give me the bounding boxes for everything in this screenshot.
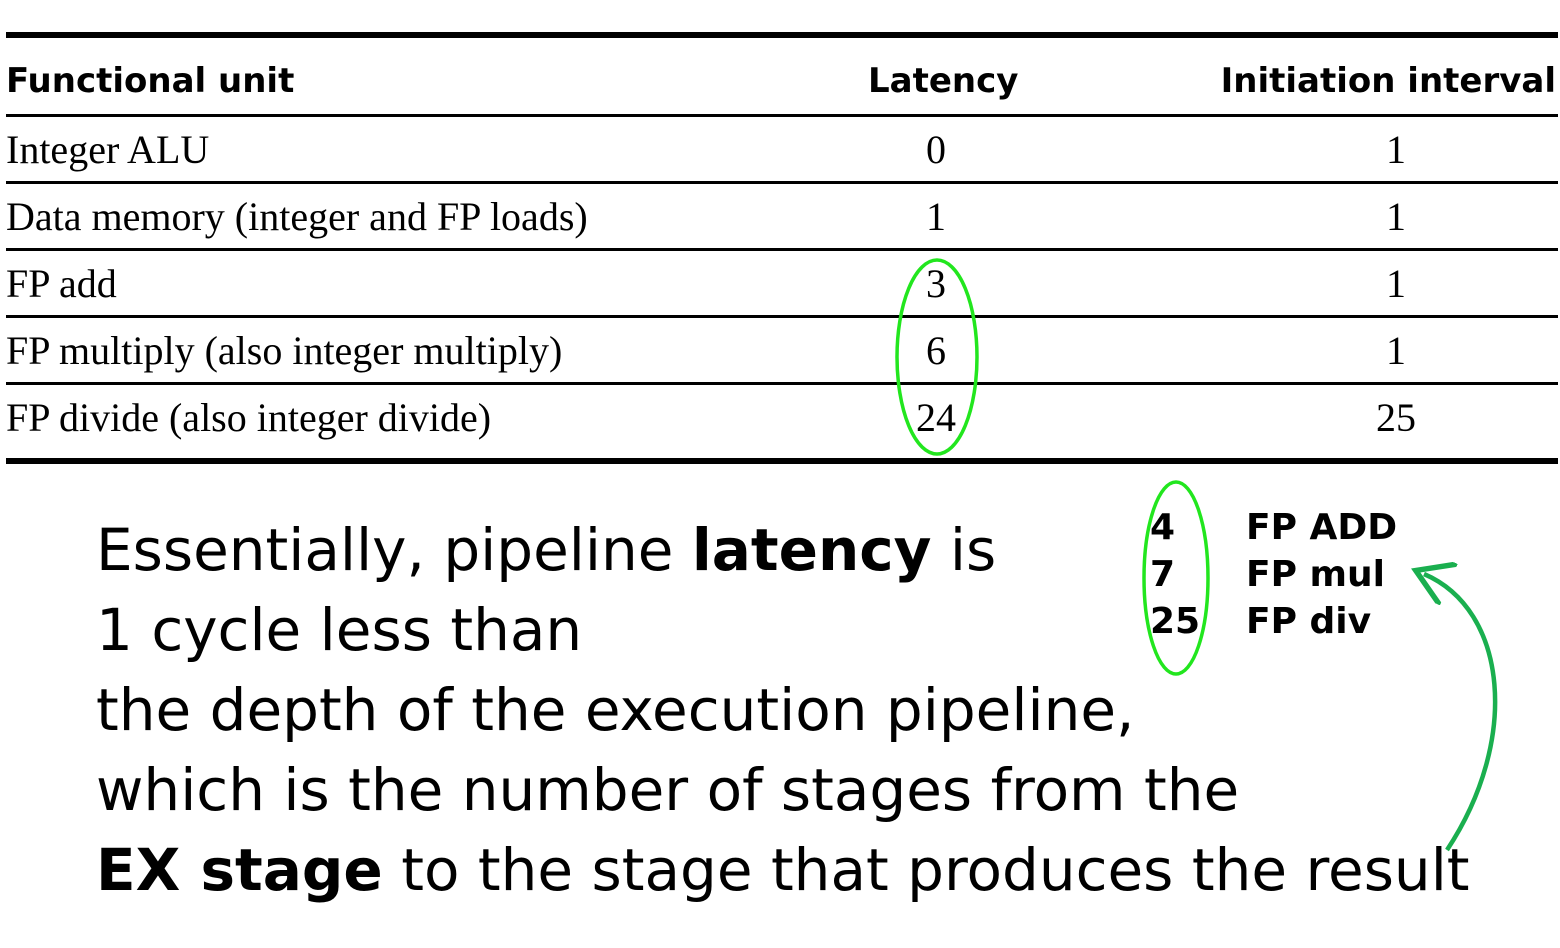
header-initiation-interval: Initiation interval <box>1220 61 1556 101</box>
text-run: Essentially, pipeline <box>96 516 692 584</box>
header-latency: Latency <box>868 61 1019 101</box>
row-interval: 25 <box>1376 395 1416 440</box>
depth-value: 4 <box>1150 507 1176 548</box>
row-latency: 1 <box>926 194 946 239</box>
depth-value: 7 <box>1150 554 1176 595</box>
row-interval: 1 <box>1386 328 1406 373</box>
row-unit: Integer ALU <box>6 127 210 172</box>
row-interval: 1 <box>1386 127 1406 172</box>
table-bottom-rule <box>6 458 1558 464</box>
table-row-divider <box>6 315 1558 318</box>
latency-highlight-ellipse <box>895 258 979 456</box>
table-row-divider <box>6 382 1558 385</box>
depth-highlight-ellipse <box>1142 480 1210 676</box>
row-latency: 24 <box>916 395 956 440</box>
bold-latency: latency <box>691 516 932 584</box>
paragraph-line-3: the depth of the execution pipeline, <box>96 676 1135 744</box>
header-functional-unit: Functional unit <box>6 61 295 101</box>
bold-ex-stage: EX stage <box>96 836 383 904</box>
depth-value: 25 <box>1150 601 1201 642</box>
paragraph-line-1: Essentially, pipeline latency is <box>96 510 996 590</box>
row-latency: 0 <box>926 127 946 172</box>
row-unit: Data memory (integer and FP loads) <box>6 194 588 239</box>
row-unit: FP add <box>6 261 117 306</box>
text-run: is <box>931 516 997 584</box>
row-interval: 1 <box>1386 261 1406 306</box>
text-run: to the stage that produces the result <box>382 836 1470 904</box>
row-unit: FP divide (also integer divide) <box>6 395 492 440</box>
depth-label: FP div <box>1246 601 1372 642</box>
table-row-divider <box>6 181 1558 184</box>
paragraph-line-5: EX stage to the stage that produces the … <box>96 830 1470 910</box>
paragraph-line-2: 1 cycle less than <box>96 596 583 664</box>
row-interval: 1 <box>1386 194 1406 239</box>
depth-label: FP ADD <box>1246 507 1398 548</box>
table-row-divider <box>6 248 1558 251</box>
table-header-rule <box>6 114 1558 117</box>
curved-arrow-icon <box>1424 574 1498 852</box>
row-unit: FP multiply (also integer multiply) <box>6 328 563 373</box>
paragraph-line-4: which is the number of stages from the <box>96 756 1240 824</box>
row-latency: 3 <box>926 261 946 306</box>
row-latency: 6 <box>926 328 946 373</box>
depth-label: FP mul <box>1246 554 1385 595</box>
table-top-rule <box>6 32 1558 38</box>
